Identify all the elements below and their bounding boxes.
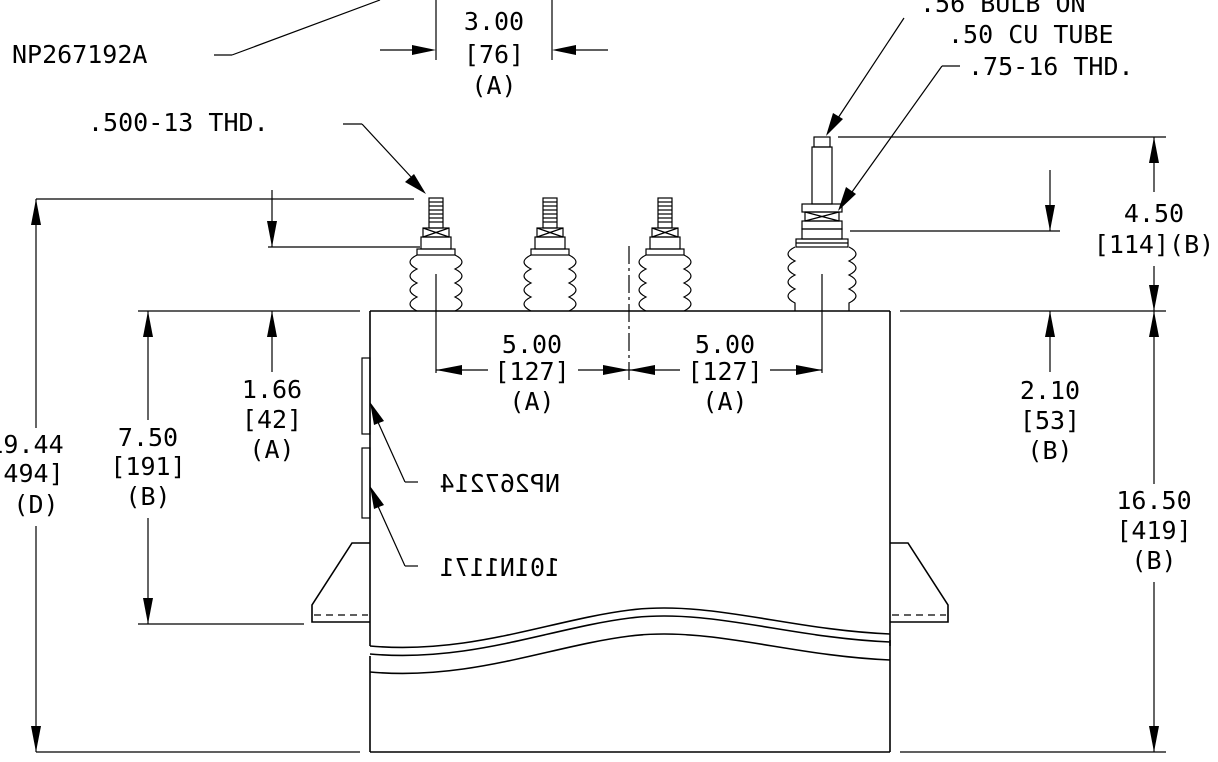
dimension-2-10-value: 2.10 <box>1020 376 1080 405</box>
dimension-16-50-value: 16.50 <box>1116 486 1191 515</box>
dimension-5-00-right-value: 5.00 <box>695 330 755 359</box>
callout-np267192a-text: NP267192A <box>12 40 147 69</box>
dimension-1-66: 1.66 [42] (A) <box>242 190 302 464</box>
dimension-3-00-metric: [76] <box>464 40 524 69</box>
dimension-7-50-class: (B) <box>125 482 170 511</box>
callout-101n1171-text: 101N1171 <box>440 553 560 582</box>
dimension-5-00-left-class: (A) <box>509 387 554 416</box>
capacitor-can <box>369 310 891 753</box>
callout-thread-75-16-text: .75-16 THD. <box>968 52 1134 81</box>
dimension-2-10-class: (B) <box>1027 436 1072 465</box>
nameplate-upper <box>361 357 371 435</box>
dimension-3-00-class: (A) <box>471 71 516 100</box>
dimension-5-00-right-class: (A) <box>702 387 747 416</box>
callout-thread-500-13: .500-13 THD. <box>88 108 426 194</box>
bushing-4-bulb <box>787 136 857 311</box>
callout-np267192a: NP267192A <box>12 0 381 69</box>
dimension-16-50-metric: [419] <box>1116 516 1191 545</box>
dimension-19-44: 19.44 [494] (D) <box>0 199 64 752</box>
dimension-7-50-metric: [191] <box>110 452 185 481</box>
dimension-7-50-value: 7.50 <box>118 423 178 452</box>
callout-bulb-line1: .56 BULB ON <box>920 0 1086 18</box>
callout-bulb: .56 BULB ON .50 CU TUBE <box>826 0 1114 136</box>
callout-np267214: NP267214 <box>370 402 560 498</box>
callout-bulb-line2: .50 CU TUBE <box>948 20 1114 49</box>
dimension-2-10-metric: [53] <box>1020 406 1080 435</box>
dimension-3-00: 3.00 [76] (A) <box>380 7 608 100</box>
callout-thread-500-13-text: .500-13 THD. <box>88 108 269 137</box>
dimension-5-00-right: 5.00 [127] (A) <box>629 330 822 416</box>
dimension-4-50-value: 4.50 <box>1124 199 1184 228</box>
dimension-4-50-metric: [114](B) <box>1094 230 1214 259</box>
callout-101n1171: 101N1171 <box>370 486 560 582</box>
dimension-19-44-value: 19.44 <box>0 430 64 459</box>
mounting-bracket-right <box>890 542 949 623</box>
dimension-5-00-left-value: 5.00 <box>502 330 562 359</box>
dimension-5-00-right-metric: [127] <box>687 357 762 386</box>
nameplate-lower <box>361 447 371 519</box>
dimension-1-66-metric: [42] <box>242 405 302 434</box>
dimension-16-50-class: (B) <box>1131 546 1176 575</box>
dimension-5-00-left: 5.00 [127] (A) <box>436 330 629 416</box>
dimension-3-00-value: 3.00 <box>464 7 524 36</box>
dimension-4-50: 4.50 [114](B) <box>1094 137 1214 311</box>
dimension-1-66-value: 1.66 <box>242 375 302 404</box>
dimension-16-50: 16.50 [419] (B) <box>1116 311 1192 752</box>
dimension-2-10: 2.10 [53] (B) <box>1020 170 1080 465</box>
callout-thread-75-16: .75-16 THD. <box>838 52 1134 211</box>
dimension-1-66-class: (A) <box>249 435 294 464</box>
dimension-19-44-class: (D) <box>13 490 58 519</box>
dimension-5-00-left-metric: [127] <box>494 357 569 386</box>
mounting-bracket-left <box>311 542 370 623</box>
bushing-3 <box>638 197 692 312</box>
callout-np267214-text: NP267214 <box>440 469 560 498</box>
dimension-19-44-metric: [494] <box>0 459 64 488</box>
bushing-2 <box>523 197 577 312</box>
dimension-7-50: 7.50 [191] (B) <box>110 311 186 624</box>
